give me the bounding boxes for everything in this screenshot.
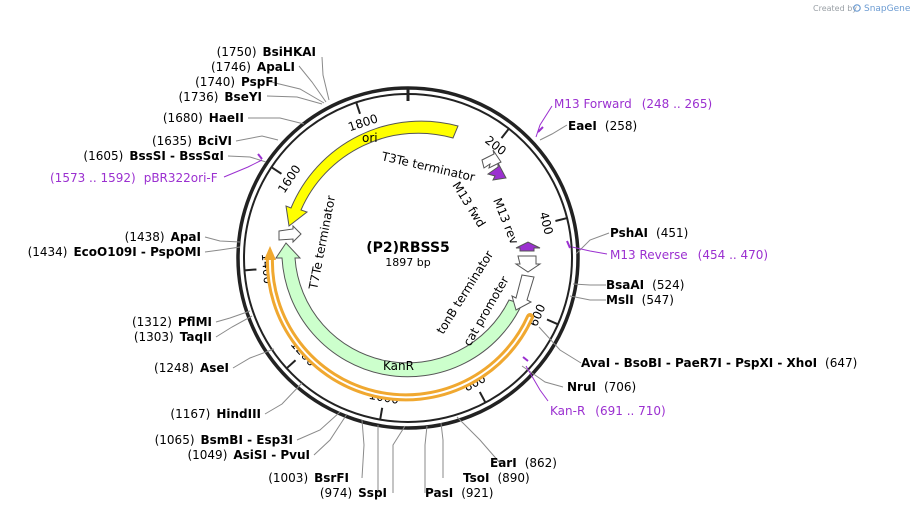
primer-kan-r: Kan-R(691 .. 710) — [550, 404, 666, 418]
site-bcivi: (1635)BciVI — [152, 134, 232, 148]
tick-label: 400 — [537, 210, 556, 236]
kanr-orf-arrowhead — [264, 246, 276, 260]
site-eaei: EaeI(258) — [568, 119, 637, 133]
feature-kanr — [275, 242, 523, 378]
tick-mark — [546, 318, 559, 326]
site-bsmbi: (1065)BsmBI - Esp3I — [155, 433, 293, 447]
feature-label-ori: ori — [362, 131, 378, 145]
plasmid-name: (P2)RBSS5 — [366, 240, 450, 256]
cat-promoter-arrow — [511, 274, 535, 311]
sites-left: (1750)BsiHKAI (1746)ApaLI (1740)PspFI (1… — [28, 45, 387, 500]
plasmid-length: 1897 bp — [385, 256, 430, 269]
tick-marks — [244, 102, 568, 420]
brand-name: SnapGene — [864, 4, 910, 14]
site-pasi: PasI(921) — [425, 486, 493, 500]
site-bsrfi: (1003)BsrFI — [268, 471, 349, 485]
t3te-terminator-arrow — [481, 149, 502, 169]
primer-m13-reverse: M13 Reverse(454 .. 470) — [610, 248, 768, 262]
site-taqii: (1303)TaqII — [134, 330, 212, 344]
snapgene-logo-icon — [853, 4, 861, 12]
tick-mark — [555, 217, 568, 222]
feature-label-m13-fwd: M13 fwd — [449, 179, 488, 230]
feature-label-t7te: T7Te terminator — [306, 194, 338, 291]
site-pshai: PshAI(451) — [610, 226, 688, 240]
site-nrui: NruI(706) — [567, 380, 636, 394]
site-tsoi: TsoI(890) — [463, 471, 530, 485]
tick-mark — [244, 268, 257, 272]
feature-ori — [285, 120, 459, 227]
tick-mark — [379, 407, 384, 420]
site-pflmi: (1312)PflMI — [132, 315, 212, 329]
site-bseyi: (1736)BseYI — [179, 90, 263, 104]
site-avai: AvaI - BsoBI - PaeR7I - PspXI - XhoI(647… — [581, 356, 857, 370]
kanr-orf-core — [268, 256, 531, 399]
primer-pbr322ori-f: (1573 .. 1592)pBR322ori-F — [50, 171, 218, 185]
primer-markers — [223, 105, 608, 402]
site-asisi: (1049)AsiSI - PvuI — [187, 448, 310, 462]
feature-label-m13-rev: M13 rev — [490, 196, 521, 246]
leader-lines — [204, 56, 610, 493]
sites-right: PasI(921) TsoI(890) EarI(862) NruI(706) … — [425, 119, 857, 500]
primer-m13-forward: M13 Forward(248 .. 265) — [554, 97, 712, 111]
site-apai: (1438)ApaI — [125, 230, 201, 244]
site-bsssi: (1605)BssSI - BssSαI — [83, 149, 224, 163]
site-apali: (1746)ApaLI — [211, 60, 295, 74]
t7te-terminator-arrow — [278, 224, 302, 244]
site-hindiii: (1167)HindIII — [170, 407, 261, 421]
site-bsaai: BsaAI(524) — [606, 278, 684, 292]
m13-rev-arrow — [515, 241, 541, 252]
site-haeii: (1680)HaeII — [163, 111, 244, 125]
tick-mark — [285, 359, 297, 370]
site-pspfi: (1740)PspFI — [195, 75, 278, 89]
credit-text: Created by — [813, 4, 857, 13]
site-msli: MslI(547) — [606, 293, 674, 307]
tonb-terminator-arrow — [514, 255, 542, 273]
site-bsihkai: (1750)BsiHKAI — [217, 45, 316, 59]
tick-mark — [355, 102, 361, 115]
m13-fwd-arrow — [486, 162, 507, 181]
site-eari: EarI(862) — [490, 456, 557, 470]
tick-mark — [500, 128, 510, 139]
primer-labels: M13 Forward(248 .. 265) M13 Reverse(454 … — [50, 97, 768, 418]
site-ecoo109i: (1434)EcoO109I - PspOMI — [28, 245, 201, 259]
site-asei: (1248)AseI — [154, 361, 229, 375]
feature-label-kanr: KanR — [383, 359, 414, 373]
tick-mark — [478, 391, 487, 404]
tick-mark — [270, 166, 283, 175]
site-sspi: (974)SspI — [320, 486, 387, 500]
